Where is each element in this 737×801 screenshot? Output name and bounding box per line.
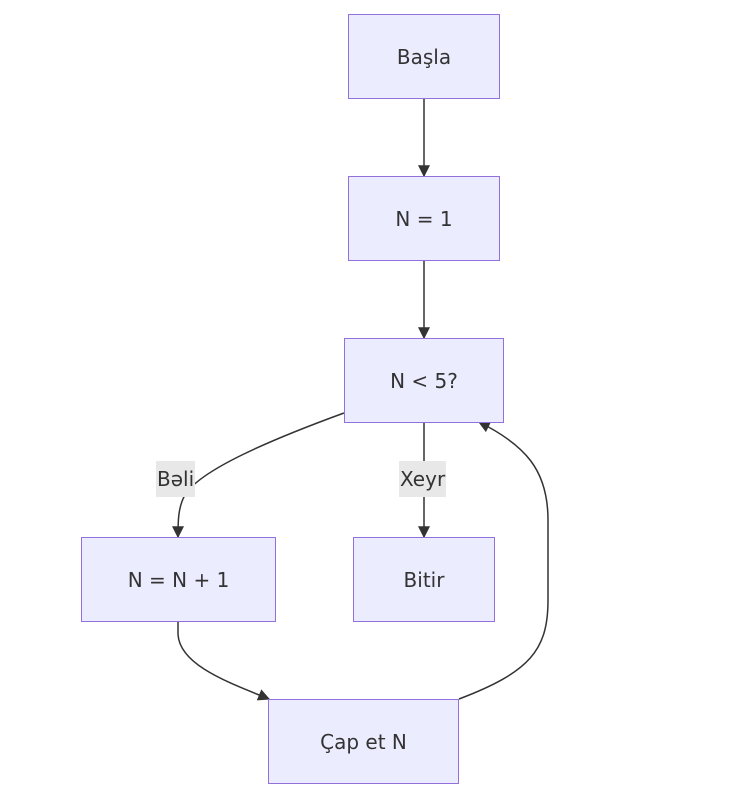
node-end-label: Bitir [403, 567, 445, 592]
node-print: Çap et N [268, 699, 459, 784]
node-condition: N < 5? [344, 338, 504, 423]
node-increment-label: N = N + 1 [127, 567, 230, 592]
edge-label-no: Xeyr [399, 461, 447, 497]
node-condition-label: N < 5? [390, 368, 458, 393]
edge-label-yes: Bəli [156, 461, 196, 497]
node-init-label: N = 1 [395, 206, 453, 231]
node-end: Bitir [353, 537, 495, 622]
edge-print-to-condition [458, 421, 549, 700]
node-print-label: Çap et N [320, 729, 407, 754]
node-increment: N = N + 1 [81, 537, 276, 622]
node-init: N = 1 [348, 176, 500, 261]
edge-condition-to-increment [172, 412, 345, 539]
edge-increment-to-print [177, 621, 271, 701]
node-start-label: Başla [396, 44, 452, 69]
node-start: Başla [348, 14, 500, 99]
